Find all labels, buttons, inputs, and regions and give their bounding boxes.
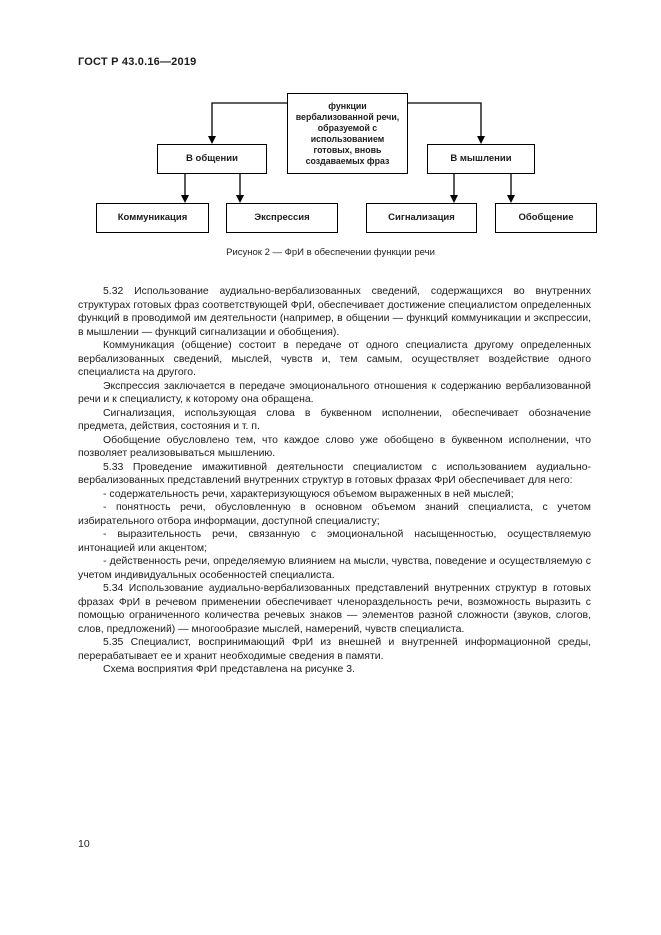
diagram-node-in-thinking: В мышлении: [427, 144, 535, 174]
diagram-node-signaling: Сигнализация: [366, 203, 477, 233]
paragraph-signaling: Сигнализация, использующая слова в букве…: [78, 407, 591, 433]
paragraph-5-34: 5.34 Использование аудиально-вербализова…: [78, 583, 591, 635]
page-title: ГОСТ Р 43.0.16—2019: [78, 56, 197, 68]
diagram-node-generalization: Обобщение: [495, 203, 597, 233]
paragraph-5-35: 5.35 Специалист, воспринимающий ФрИ из в…: [78, 637, 591, 662]
paragraph-generalization: Обобщение обусловлено тем, что каждое сл…: [78, 434, 591, 460]
list-item-content: - содержательность речи, характеризующую…: [103, 488, 514, 500]
paragraph-figure3-reference: Схема восприятия ФрИ представлена на рис…: [103, 664, 355, 675]
list-item-expressiveness: - выразительность речи, связанную с эмоц…: [78, 529, 591, 554]
diagram-node-in-communication: В общении: [157, 144, 267, 174]
page-number: 10: [78, 838, 90, 850]
paragraph-5-32: 5.32 Использование аудиально-вербализова…: [78, 286, 591, 338]
diagram-node-root: функции вербализованной речи, образуемой…: [287, 93, 408, 174]
figure-2-diagram: функции вербализованной речи, образуемой…: [0, 0, 661, 240]
list-item-effectiveness: - действенность речи, определяемую влиян…: [78, 556, 591, 581]
diagram-node-communication: Коммуникация: [96, 203, 209, 233]
diagram-node-expression: Экспрессия: [226, 203, 338, 233]
list-item-clarity: - понятность речи, обусловленную в основ…: [78, 502, 591, 527]
paragraph-5-33: 5.33 Проведение имажитивной деятельности…: [78, 461, 591, 487]
paragraph-communication: Коммуникация (общение) состоит в передач…: [78, 340, 591, 378]
body-text: 5.32 Использование аудиально-вербализова…: [78, 285, 591, 677]
paragraph-expression: Экспрессия заключается в передаче эмоцио…: [78, 380, 591, 406]
figure-caption: Рисунок 2 — ФрИ в обеспечении функции ре…: [226, 247, 435, 258]
